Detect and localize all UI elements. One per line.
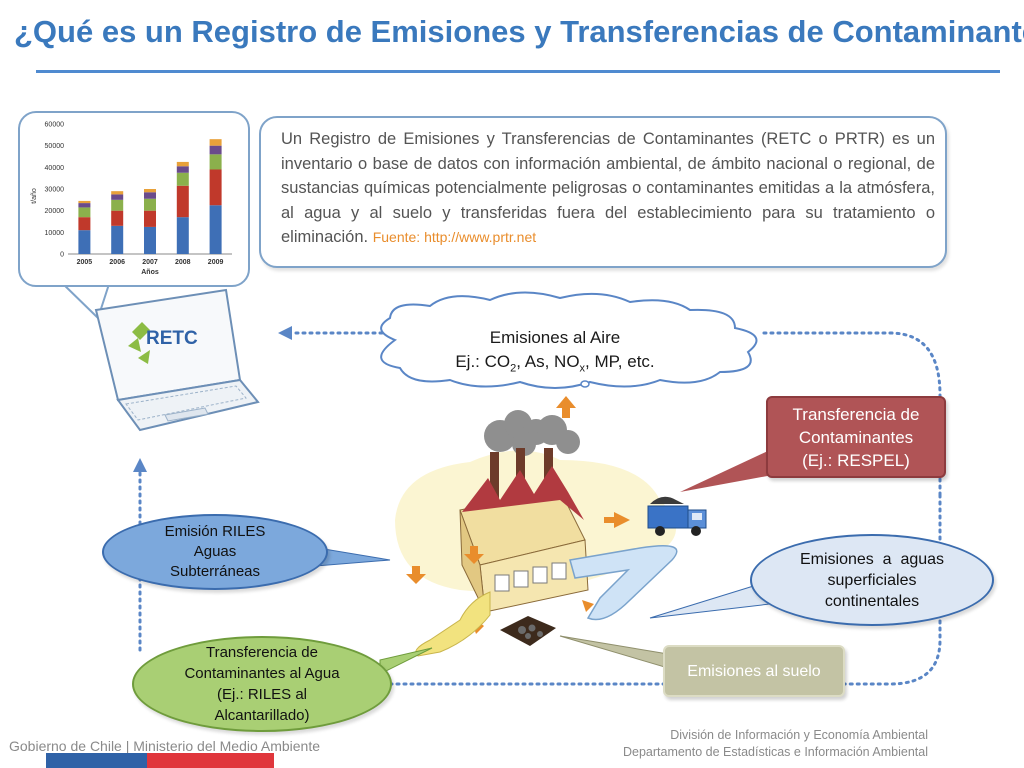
chart-bar-segment <box>209 169 222 206</box>
air-emissions-cloud <box>380 291 758 389</box>
chart-x-tick-label: 2007 <box>142 259 158 266</box>
chart-bar-segment <box>111 191 124 195</box>
retc-logo-text: RETC <box>146 328 198 349</box>
chart-bar-segment <box>176 161 189 167</box>
flag-stripe-blue <box>46 753 147 768</box>
chart-y-tick-label: 10000 <box>45 230 65 237</box>
chart-bar-segment <box>111 199 124 211</box>
chart-x-tick-label: 2006 <box>109 259 125 266</box>
chart-y-tick-label: 0 <box>60 252 64 259</box>
definition-box: Un Registro de Emisiones y Transferencia… <box>259 116 947 268</box>
emission-arrows <box>406 396 630 634</box>
mini-bar-chart: 0 10000 20000 30000 40000 50000 60000 t/año 2005… <box>31 122 232 276</box>
chart-bar-segment <box>144 192 156 199</box>
chart-x-tick-label: 2008 <box>175 259 191 266</box>
air-emissions-examples: Ej.: CO2, As, NOx, MP, etc. <box>455 352 655 375</box>
chart-bar-segment <box>144 210 156 227</box>
footer-department: División de Información y Economía Ambie… <box>622 728 928 759</box>
chart-y-tick-label: 30000 <box>45 187 65 194</box>
chart-x-tick-label: 2009 <box>208 259 224 266</box>
chart-bar-segment <box>176 217 189 254</box>
chart-y-axis-label: t/año <box>31 188 38 204</box>
definition-text: Un Registro de Emisiones y Transferencia… <box>281 127 935 250</box>
page-title: ¿Qué es un Registro de Emisiones y Trans… <box>14 14 1024 49</box>
cycle-arrow-up <box>133 458 147 472</box>
soil-emissions-box: Emisiones al suelo <box>663 645 845 697</box>
chart-y-tick-label: 60000 <box>45 122 65 129</box>
title-divider <box>36 70 1000 73</box>
chart-x-tick-label: 2005 <box>77 259 93 266</box>
flag-stripe-red <box>147 753 274 768</box>
cycle-arrow-left <box>278 326 292 340</box>
chart-bar-segment <box>144 198 156 211</box>
chart-bar-segment <box>209 154 222 170</box>
chart-bar-segment <box>209 145 222 155</box>
chart-y-tick-label: 20000 <box>45 208 65 215</box>
definition-body: Un Registro de Emisiones y Transferencia… <box>281 130 935 246</box>
truck-illustration <box>647 496 707 536</box>
chart-bar-segment <box>209 139 222 146</box>
laptop-illustration <box>94 288 260 432</box>
chart-bar-segment <box>78 200 91 204</box>
factory-building <box>459 466 589 613</box>
chart-bar-segment <box>111 210 124 226</box>
chart-bar-segment <box>111 225 124 254</box>
chart-x-axis-label: Años <box>141 269 159 276</box>
riles-groundwater-oval: Emisión RILES Aguas Subterráneas <box>102 514 328 590</box>
chart-bar-segment <box>176 185 189 218</box>
chart-bar-segment <box>78 217 91 231</box>
chart-bar-segment <box>78 207 91 218</box>
chart-bar-segment <box>144 189 156 193</box>
transfer-respel-box: Transferencia de Contaminantes (Ej.: RES… <box>766 396 946 478</box>
chart-bar-segment <box>78 230 91 254</box>
smoke-clouds <box>484 410 580 456</box>
chart-bar-segment <box>111 194 124 200</box>
transfer-water-oval: Transferencia de Contaminantes al Agua (… <box>132 636 392 732</box>
surface-water-oval: Emisiones a aguas superficiales continen… <box>750 534 994 626</box>
soil-pit <box>500 616 556 646</box>
chart-y-tick-label: 40000 <box>45 165 65 172</box>
footer-government: Gobierno de Chile | Ministerio del Medio… <box>9 738 321 754</box>
water-channel <box>569 545 678 621</box>
chart-bar-segment <box>176 166 189 173</box>
chart-bar-segment <box>78 203 91 208</box>
chart-y-tick-label: 50000 <box>45 143 65 150</box>
chart-bar-segment <box>209 205 222 254</box>
chart-bar-segment <box>144 226 156 254</box>
chart-bar-segment <box>176 172 189 186</box>
air-emissions-label: Emisiones al Aire Ej.: CO2, As, NOx, MP,… <box>385 326 725 380</box>
drain-pipe <box>415 591 491 657</box>
air-emissions-title: Emisiones al Aire <box>489 328 621 347</box>
definition-source: Fuente: http://www.prtr.net <box>372 229 537 245</box>
